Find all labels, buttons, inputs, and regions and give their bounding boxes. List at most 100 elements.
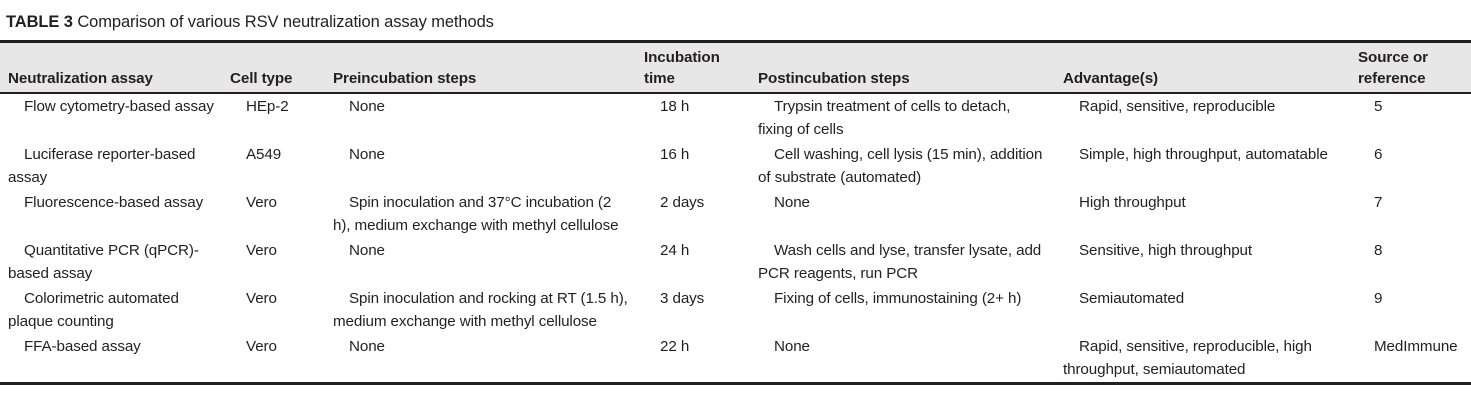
- cell-incubation-time-text: 2 days: [660, 194, 705, 211]
- cell-preincubation: None: [325, 93, 636, 142]
- cell-source: 6: [1350, 142, 1471, 190]
- cell-preincubation: Spin inoculation and 37°C incubation (2 …: [325, 190, 636, 238]
- cell-postincubation: None: [750, 334, 1055, 385]
- cell-incubation-time: 3 days: [636, 286, 750, 334]
- cell-postincubation-text: Wash cells and lyse, transfer lysate, ad…: [758, 242, 1042, 282]
- cell-cell-type-text: Vero: [246, 338, 277, 355]
- cell-assay: Luciferase reporter-based assay: [0, 142, 222, 190]
- table-row: Quantitative PCR (qPCR)-based assay Vero…: [0, 238, 1471, 286]
- column-header-neutralization-assay: Neutralization assay: [0, 40, 222, 94]
- cell-cell-type: Vero: [222, 238, 325, 286]
- cell-preincubation-text: Spin inoculation and rocking at RT (1.5 …: [333, 290, 628, 330]
- cell-preincubation-text: None: [349, 338, 385, 355]
- cell-cell-type-text: Vero: [246, 194, 277, 211]
- table-row: Fluorescence-based assay Vero Spin inocu…: [0, 190, 1471, 238]
- cell-preincubation: None: [325, 334, 636, 385]
- cell-assay-text: Fluorescence-based assay: [24, 194, 204, 211]
- cell-assay-text: Flow cytometry-based assay: [24, 98, 214, 115]
- cell-incubation-time: 16 h: [636, 142, 750, 190]
- cell-assay: FFA-based assay: [0, 334, 222, 385]
- cell-incubation-time-text: 3 days: [660, 290, 705, 307]
- cell-incubation-time-text: 22 h: [660, 338, 690, 355]
- cell-incubation-time: 22 h: [636, 334, 750, 385]
- table-caption-text: Comparison of various RSV neutralization…: [72, 13, 494, 31]
- table-row: Flow cytometry-based assay HEp-2 None 18…: [0, 93, 1471, 142]
- column-header-postincubation-steps: Postincubation steps: [750, 40, 1055, 94]
- cell-postincubation-text: None: [774, 194, 810, 211]
- cell-assay: Colorimetric automated plaque counting: [0, 286, 222, 334]
- cell-cell-type: A549: [222, 142, 325, 190]
- cell-source-text: 6: [1374, 146, 1383, 163]
- column-header-source-or-reference: Source or reference: [1350, 40, 1471, 94]
- cell-source: 8: [1350, 238, 1471, 286]
- cell-cell-type-text: Vero: [246, 290, 277, 307]
- cell-source-text: 8: [1374, 242, 1383, 259]
- cell-advantages-text: Rapid, sensitive, reproducible: [1079, 98, 1276, 115]
- cell-assay: Fluorescence-based assay: [0, 190, 222, 238]
- cell-preincubation: Spin inoculation and rocking at RT (1.5 …: [325, 286, 636, 334]
- cell-cell-type-text: A549: [246, 146, 282, 163]
- cell-assay: Quantitative PCR (qPCR)-based assay: [0, 238, 222, 286]
- table-body: Flow cytometry-based assay HEp-2 None 18…: [0, 93, 1471, 385]
- cell-assay-text: Luciferase reporter-based assay: [8, 146, 196, 186]
- cell-source-text: 7: [1374, 194, 1383, 211]
- cell-source-text: 9: [1374, 290, 1383, 307]
- cell-incubation-time: 18 h: [636, 93, 750, 142]
- cell-postincubation-text: Trypsin treatment of cells to detach, fi…: [758, 98, 1011, 138]
- cell-preincubation: None: [325, 142, 636, 190]
- cell-advantages: Rapid, sensitive, reproducible: [1055, 93, 1350, 142]
- cell-advantages: Rapid, sensitive, reproducible, high thr…: [1055, 334, 1350, 385]
- table-header-row: Neutralization assay Cell type Preincuba…: [0, 40, 1471, 94]
- table-row: Luciferase reporter-based assay A549 Non…: [0, 142, 1471, 190]
- cell-assay-text: FFA-based assay: [24, 338, 141, 355]
- cell-postincubation: Cell washing, cell lysis (15 min), addit…: [750, 142, 1055, 190]
- cell-postincubation-text: None: [774, 338, 810, 355]
- column-header-advantages: Advantage(s): [1055, 40, 1350, 94]
- cell-source-text: 5: [1374, 98, 1383, 115]
- cell-cell-type-text: Vero: [246, 242, 277, 259]
- cell-preincubation-text: Spin inoculation and 37°C incubation (2 …: [333, 194, 619, 234]
- cell-incubation-time-text: 16 h: [660, 146, 690, 163]
- cell-postincubation-text: Fixing of cells, immunostaining (2+ h): [774, 290, 1022, 307]
- cell-postincubation: Trypsin treatment of cells to detach, fi…: [750, 93, 1055, 142]
- cell-postincubation-text: Cell washing, cell lysis (15 min), addit…: [758, 146, 1043, 186]
- cell-incubation-time: 2 days: [636, 190, 750, 238]
- cell-incubation-time: 24 h: [636, 238, 750, 286]
- cell-source: MedImmune: [1350, 334, 1471, 385]
- cell-postincubation: None: [750, 190, 1055, 238]
- cell-advantages-text: High throughput: [1079, 194, 1186, 211]
- cell-preincubation-text: None: [349, 98, 385, 115]
- cell-preincubation-text: None: [349, 146, 385, 163]
- column-header-incubation-time: Incubation time: [636, 40, 750, 94]
- column-header-preincubation-steps: Preincubation steps: [325, 40, 636, 94]
- cell-advantages-text: Rapid, sensitive, reproducible, high thr…: [1063, 338, 1312, 378]
- table-row: FFA-based assay Vero None 22 h None Rapi…: [0, 334, 1471, 385]
- table-caption-label: TABLE 3: [6, 13, 73, 31]
- cell-source: 7: [1350, 190, 1471, 238]
- cell-advantages: Sensitive, high throughput: [1055, 238, 1350, 286]
- cell-cell-type-text: HEp-2: [246, 98, 289, 115]
- cell-incubation-time-text: 24 h: [660, 242, 690, 259]
- cell-source-text: MedImmune: [1374, 338, 1458, 355]
- cell-postincubation: Wash cells and lyse, transfer lysate, ad…: [750, 238, 1055, 286]
- cell-cell-type: Vero: [222, 334, 325, 385]
- cell-advantages-text: Semiautomated: [1079, 290, 1185, 307]
- table-header: Neutralization assay Cell type Preincuba…: [0, 40, 1471, 94]
- cell-source: 5: [1350, 93, 1471, 142]
- table-caption: TABLE 3 Comparison of various RSV neutra…: [6, 12, 494, 32]
- cell-advantages-text: Sensitive, high throughput: [1079, 242, 1253, 259]
- cell-preincubation: None: [325, 238, 636, 286]
- cell-assay: Flow cytometry-based assay: [0, 93, 222, 142]
- comparison-table: Neutralization assay Cell type Preincuba…: [0, 40, 1471, 385]
- cell-incubation-time-text: 18 h: [660, 98, 690, 115]
- column-header-cell-type: Cell type: [222, 40, 325, 94]
- cell-advantages: Semiautomated: [1055, 286, 1350, 334]
- cell-cell-type: HEp-2: [222, 93, 325, 142]
- table-row: Colorimetric automated plaque counting V…: [0, 286, 1471, 334]
- cell-assay-text: Quantitative PCR (qPCR)-based assay: [8, 242, 199, 282]
- cell-advantages-text: Simple, high throughput, automatable: [1079, 146, 1328, 163]
- cell-advantages: Simple, high throughput, automatable: [1055, 142, 1350, 190]
- cell-source: 9: [1350, 286, 1471, 334]
- cell-advantages: High throughput: [1055, 190, 1350, 238]
